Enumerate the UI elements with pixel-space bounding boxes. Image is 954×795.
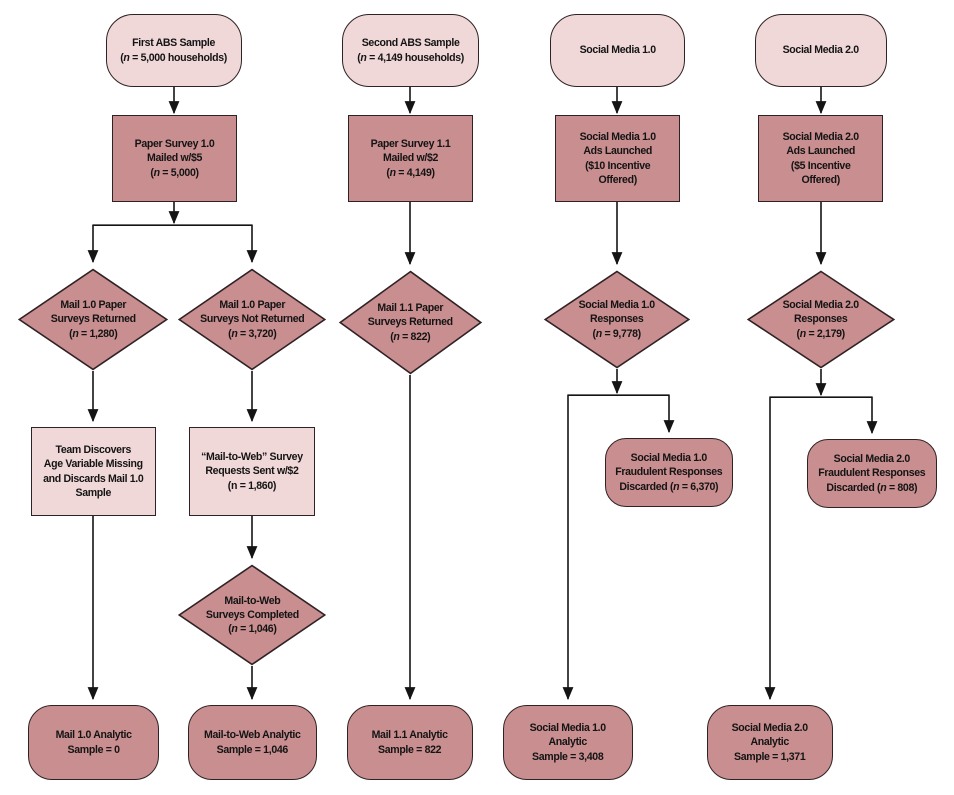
diamond-shape <box>177 268 327 371</box>
node-social-media-1-0: Social Media 1.0 <box>550 14 685 87</box>
node-second-abs-sample-label: Second ABS Sample(n = 4,149 households) <box>357 37 464 64</box>
diamond-shape <box>746 270 896 369</box>
node-first-abs-sample: First ABS Sample(n = 5,000 households) <box>106 14 242 87</box>
diamond-shape <box>543 270 691 369</box>
node-social-media-2-0-label: Social Media 2.0 <box>782 44 860 57</box>
node-first-abs-sample-label: First ABS Sample(n = 5,000 households) <box>120 37 228 64</box>
node-second-abs-sample: Second ABS Sample(n = 4,149 households) <box>342 14 479 87</box>
diamond-shape <box>17 268 169 371</box>
diamond-shape <box>177 564 327 666</box>
node-social-media-2-0: Social Media 2.0 <box>755 14 887 87</box>
node-social-media-1-0-label: Social Media 1.0 <box>579 44 656 57</box>
diamond-shape <box>338 270 483 375</box>
